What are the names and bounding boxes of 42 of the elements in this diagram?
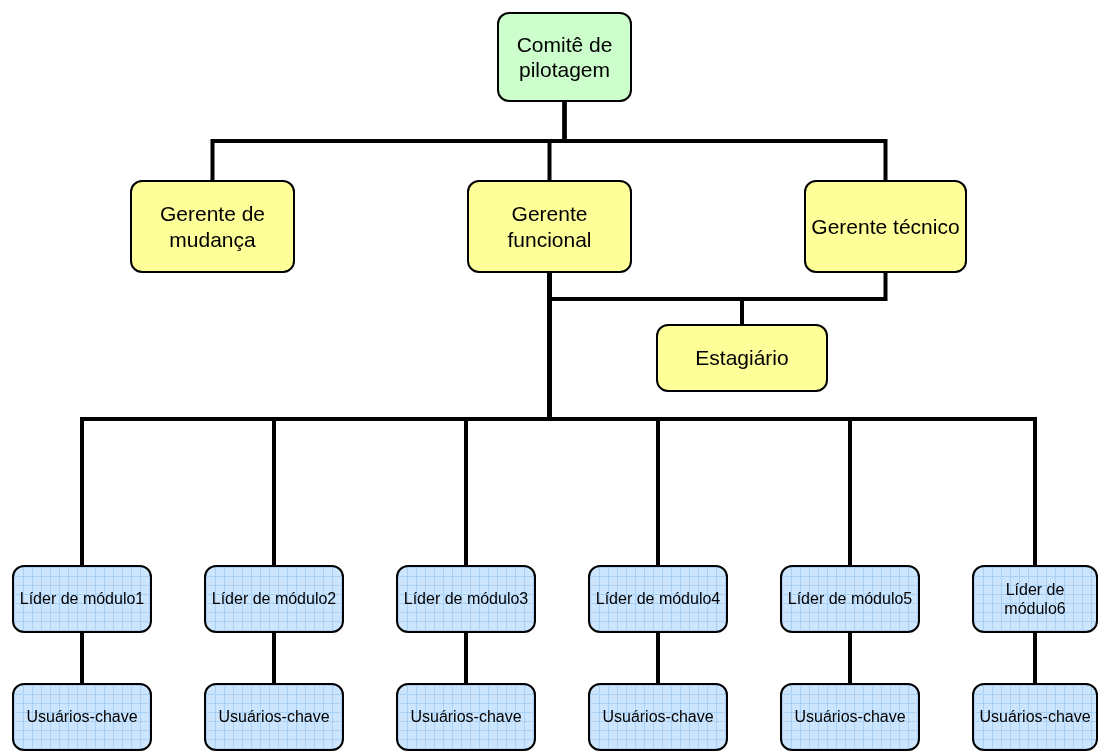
connector-line: [848, 631, 852, 685]
connector-line: [1033, 631, 1037, 685]
role-box: [972, 683, 1098, 751]
connector-line: [740, 271, 888, 326]
role-box: [12, 565, 152, 633]
role-box: [204, 683, 344, 751]
role-box: [804, 180, 967, 273]
role-label: Comitê de pilotagem: [515, 31, 614, 83]
role-box: [780, 565, 920, 633]
role-box: [204, 565, 344, 633]
connector-line: [272, 631, 276, 685]
role-label: Líder de módulo6: [1003, 579, 1067, 619]
role-label: Gerente funcional: [506, 201, 593, 252]
role-label: Líder de módulo4: [595, 589, 721, 609]
role-label: Líder de módulo3: [403, 589, 529, 609]
committee-box: [497, 12, 632, 102]
role-label: Usuários-chave: [26, 707, 138, 727]
role-box: [588, 565, 728, 633]
role-label: Gerente técnico: [811, 213, 960, 240]
role-label: Usuários-chave: [602, 707, 714, 727]
role-label: Gerente de mudança: [158, 201, 267, 252]
role-label: Líder de módulo5: [787, 589, 913, 609]
connector-line: [562, 100, 888, 182]
role-box: [396, 565, 536, 633]
connector-line: [464, 631, 468, 685]
role-box: [130, 180, 295, 273]
role-box: [396, 683, 536, 751]
role-label: Usuários-chave: [979, 707, 1091, 727]
role-box: [656, 324, 828, 392]
role-box: [588, 683, 728, 751]
role-box: [780, 683, 920, 751]
role-label: Líder de módulo2: [211, 589, 337, 609]
connector-line: [656, 631, 660, 685]
role-label: Usuários-chave: [410, 707, 522, 727]
role-box: [972, 565, 1098, 633]
role-label: Usuários-chave: [218, 707, 330, 727]
role-label: Estagiário: [695, 345, 789, 371]
role-label: Líder de módulo1: [19, 589, 145, 609]
role-label: Usuários-chave: [794, 707, 906, 727]
role-box: [12, 683, 152, 751]
connector-line: [80, 631, 84, 685]
role-box: [467, 180, 632, 273]
